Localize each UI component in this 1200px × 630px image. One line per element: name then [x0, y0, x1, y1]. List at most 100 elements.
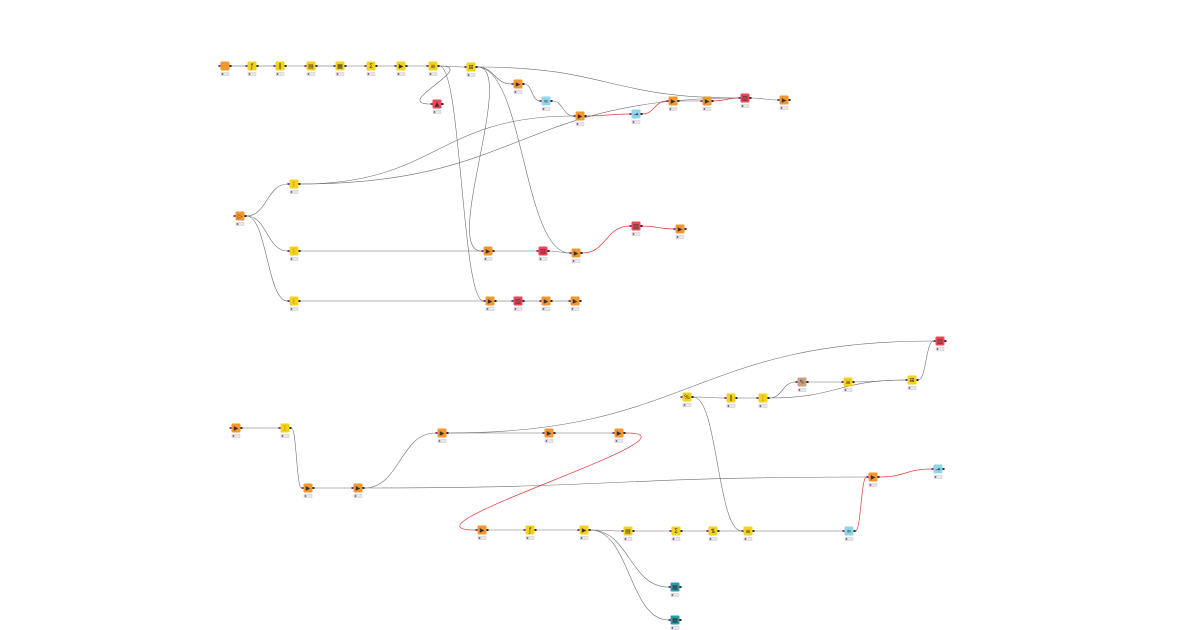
output-port[interactable]	[684, 228, 687, 230]
input-port[interactable]	[700, 100, 703, 102]
output-port[interactable]	[344, 65, 347, 67]
connection-n19-n21[interactable]	[246, 215, 288, 252]
workflow-node-n27[interactable]: ▶	[673, 224, 687, 239]
input-port[interactable]	[287, 183, 290, 185]
workflow-node-n34[interactable]: ▶	[301, 483, 315, 498]
output-port[interactable]	[752, 530, 755, 532]
output-port[interactable]	[375, 65, 378, 67]
connection-n26-n27[interactable]	[642, 225, 674, 230]
input-port[interactable]	[777, 99, 780, 101]
input-port[interactable]	[668, 619, 671, 621]
workflow-node-n8[interactable]: ≡	[426, 61, 440, 76]
input-port[interactable]	[333, 65, 336, 67]
connection-n25-n26[interactable]	[582, 225, 630, 254]
input-port[interactable]	[475, 529, 478, 531]
output-port[interactable]	[298, 183, 301, 185]
output-port[interactable]	[677, 100, 680, 102]
workflow-node-n33[interactable]: ⋮	[278, 423, 292, 438]
input-port[interactable]	[542, 432, 545, 434]
workflow-node-n23[interactable]: ▶	[481, 246, 495, 261]
input-port[interactable]	[426, 65, 429, 67]
input-port[interactable]	[738, 97, 741, 99]
connection-n40-n41[interactable]	[693, 396, 725, 399]
output-port[interactable]	[298, 300, 301, 302]
connection-n8-n10[interactable]	[419, 65, 451, 105]
input-port[interactable]	[287, 250, 290, 252]
output-port[interactable]	[312, 487, 315, 489]
workflow-node-n30[interactable]: ▶	[539, 296, 553, 311]
input-port[interactable]	[229, 427, 232, 429]
output-port[interactable]	[550, 300, 553, 302]
workflow-node-n17[interactable]: ▥	[738, 93, 752, 108]
input-port[interactable]	[435, 432, 438, 434]
output-port[interactable]	[534, 529, 537, 531]
connection-n9-n25[interactable]	[477, 66, 570, 254]
input-port[interactable]	[568, 300, 571, 302]
output-port[interactable]	[315, 65, 318, 67]
output-port[interactable]	[244, 215, 247, 217]
output-port[interactable]	[788, 99, 791, 101]
output-port[interactable]	[640, 113, 643, 115]
workflow-node-n36[interactable]: ▶	[435, 428, 449, 443]
workflow-node-n37[interactable]: ▶	[542, 428, 556, 443]
workflow-node-n15[interactable]: ▶	[666, 96, 680, 111]
output-port[interactable]	[547, 250, 550, 252]
output-port[interactable]	[735, 397, 738, 399]
workflow-node-n22[interactable]: ⋮	[287, 296, 301, 311]
input-port[interactable]	[905, 379, 908, 381]
output-port[interactable]	[717, 530, 720, 532]
input-port[interactable]	[536, 250, 539, 252]
input-port[interactable]	[287, 300, 290, 302]
workflow-node-n50[interactable]: ▶	[577, 525, 591, 540]
output-port[interactable]	[679, 619, 682, 621]
workflow-node-n16[interactable]: ▶	[700, 96, 714, 111]
input-port[interactable]	[577, 529, 580, 531]
input-port[interactable]	[866, 476, 869, 478]
output-port[interactable]	[916, 379, 919, 381]
connection-n40-n54[interactable]	[693, 396, 742, 532]
output-port[interactable]	[550, 100, 553, 102]
connection-n55-n46[interactable]	[855, 476, 867, 532]
output-port[interactable]	[522, 83, 525, 85]
output-port[interactable]	[289, 427, 292, 429]
input-port[interactable]	[464, 66, 467, 68]
output-port[interactable]	[691, 396, 694, 398]
output-port[interactable]	[942, 468, 945, 470]
output-port[interactable]	[437, 65, 440, 67]
input-port[interactable]	[629, 113, 632, 115]
output-port[interactable]	[256, 65, 259, 67]
workflow-node-n51[interactable]: ▤	[621, 526, 635, 541]
workflow-node-n49[interactable]: ƒ	[523, 525, 537, 540]
workflow-node-n3[interactable]: ‖	[273, 61, 287, 76]
output-port[interactable]	[441, 103, 444, 105]
output-port[interactable]	[475, 66, 478, 68]
workflow-node-n14[interactable]: ⇥	[629, 109, 643, 124]
input-port[interactable]	[278, 427, 281, 429]
workflow-node-n31[interactable]: ▶	[568, 296, 582, 311]
workflow-node-n44[interactable]: ≡	[841, 377, 855, 392]
output-port[interactable]	[553, 432, 556, 434]
workflow-node-n35[interactable]: ▶	[351, 483, 365, 498]
output-port[interactable]	[853, 530, 856, 532]
workflow-node-n5[interactable]: ▦	[333, 61, 347, 76]
workflow-node-n47[interactable]: ⇥	[931, 464, 945, 479]
input-port[interactable]	[931, 468, 934, 470]
input-port[interactable]	[511, 83, 514, 85]
connection-n17-n18[interactable]	[751, 97, 778, 101]
workflow-node-n38[interactable]: ▶	[612, 428, 626, 443]
output-port[interactable]	[944, 340, 947, 342]
output-port[interactable]	[240, 427, 243, 429]
output-port[interactable]	[640, 225, 643, 227]
input-port[interactable]	[756, 397, 759, 399]
workflow-node-n6[interactable]: Σ	[364, 61, 378, 76]
connection-n38-n48[interactable]	[459, 432, 642, 531]
input-port[interactable]	[511, 300, 514, 302]
input-port[interactable]	[668, 586, 671, 588]
input-port[interactable]	[669, 530, 672, 532]
connection-n19-n20[interactable]	[246, 183, 288, 217]
workflow-node-n10[interactable]: ▲	[430, 99, 444, 114]
workflow-node-n32[interactable]: ▶	[229, 423, 243, 438]
output-port[interactable]	[579, 300, 582, 302]
output-port[interactable]	[588, 529, 591, 531]
output-port[interactable]	[877, 476, 880, 478]
